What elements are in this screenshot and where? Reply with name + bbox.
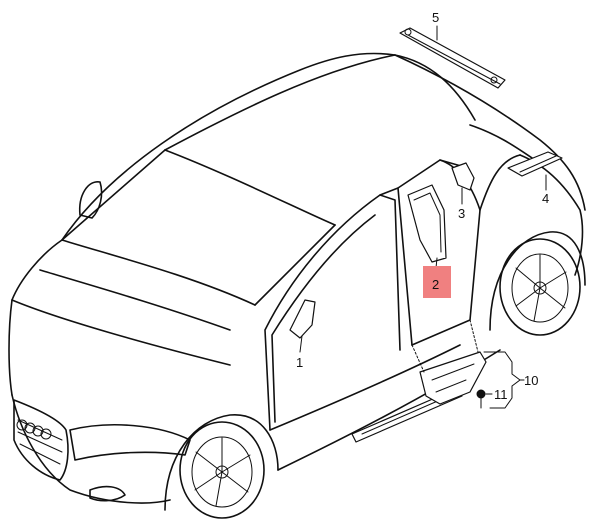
part-1-front-door-trim: 1 [289,299,316,370]
part-4-rear-trim-strip: 4 [507,151,563,206]
front-wheel-spokes [194,437,251,507]
callout-3: 3 [458,206,465,221]
part-3-c-pillar-trim: 3 [451,162,475,221]
part-10-sill-trim: 10 [351,351,538,443]
part-5-roof-trim: 5 [399,10,506,89]
callout-10: 10 [524,373,538,388]
callout-1: 1 [296,355,303,370]
part-2-highlight [423,266,451,298]
part-2-b-pillar-trim: 2 [407,184,451,298]
part-11-clip: 11 [476,387,508,409]
rear-wheel-spokes [515,254,567,322]
callout-5: 5 [432,10,439,25]
callout-11: 11 [494,387,508,402]
callout-4: 4 [542,191,549,206]
leader-lines [411,319,479,373]
clip-icon [476,389,486,399]
car-body [8,52,586,519]
callout-2: 2 [432,277,439,292]
